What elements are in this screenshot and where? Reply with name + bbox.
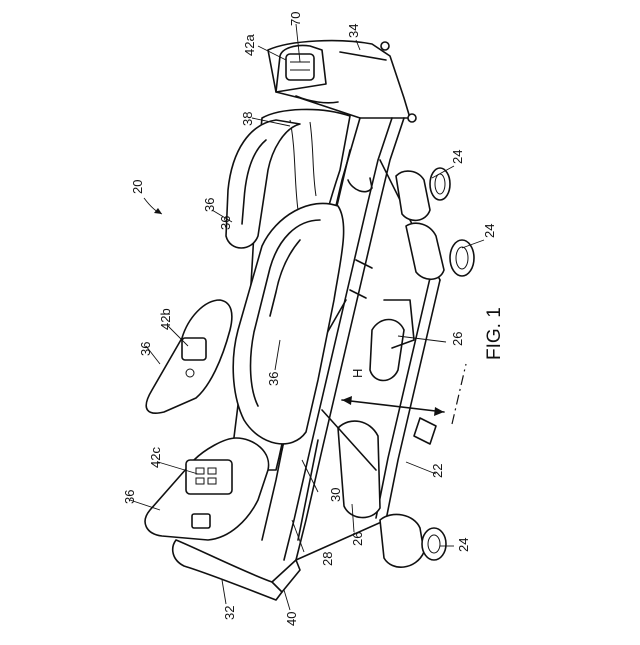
label-22: 22 [430,464,445,478]
caster-middle [406,223,474,279]
label-42c: 42c [148,447,163,468]
label-36-e: 36 [218,216,233,230]
label-20: 20 [130,180,145,194]
label-36-b: 36 [138,342,153,356]
label-H: H [350,369,365,378]
label-24-top: 24 [450,150,465,164]
label-36-c: 36 [122,490,137,504]
label-42a: 42a [242,34,257,56]
caster-bottom [380,418,446,567]
label-30: 30 [328,488,343,502]
label-24-middle: 24 [482,224,497,238]
label-70: 70 [288,12,303,26]
label-42b: 42b [158,308,173,330]
label-26-right: 26 [450,332,465,346]
label-32: 32 [222,606,237,620]
siderail-control-panel-42c [186,460,232,494]
label-28: 28 [320,552,335,566]
label-40: 40 [284,612,299,626]
label-36-d: 36 [266,372,281,386]
siderail-control-panel-42b [182,338,206,360]
label-24-bottom: 24 [456,538,471,552]
siderail-foot-right [145,438,268,540]
footboard [173,540,300,600]
label-38: 38 [240,112,255,126]
label-26-bottom: 26 [350,532,365,546]
label-34: 34 [346,24,361,38]
label-36-a: 36 [202,198,217,212]
figure-caption: FIG. 1 [484,307,505,360]
caster-top [396,168,450,220]
